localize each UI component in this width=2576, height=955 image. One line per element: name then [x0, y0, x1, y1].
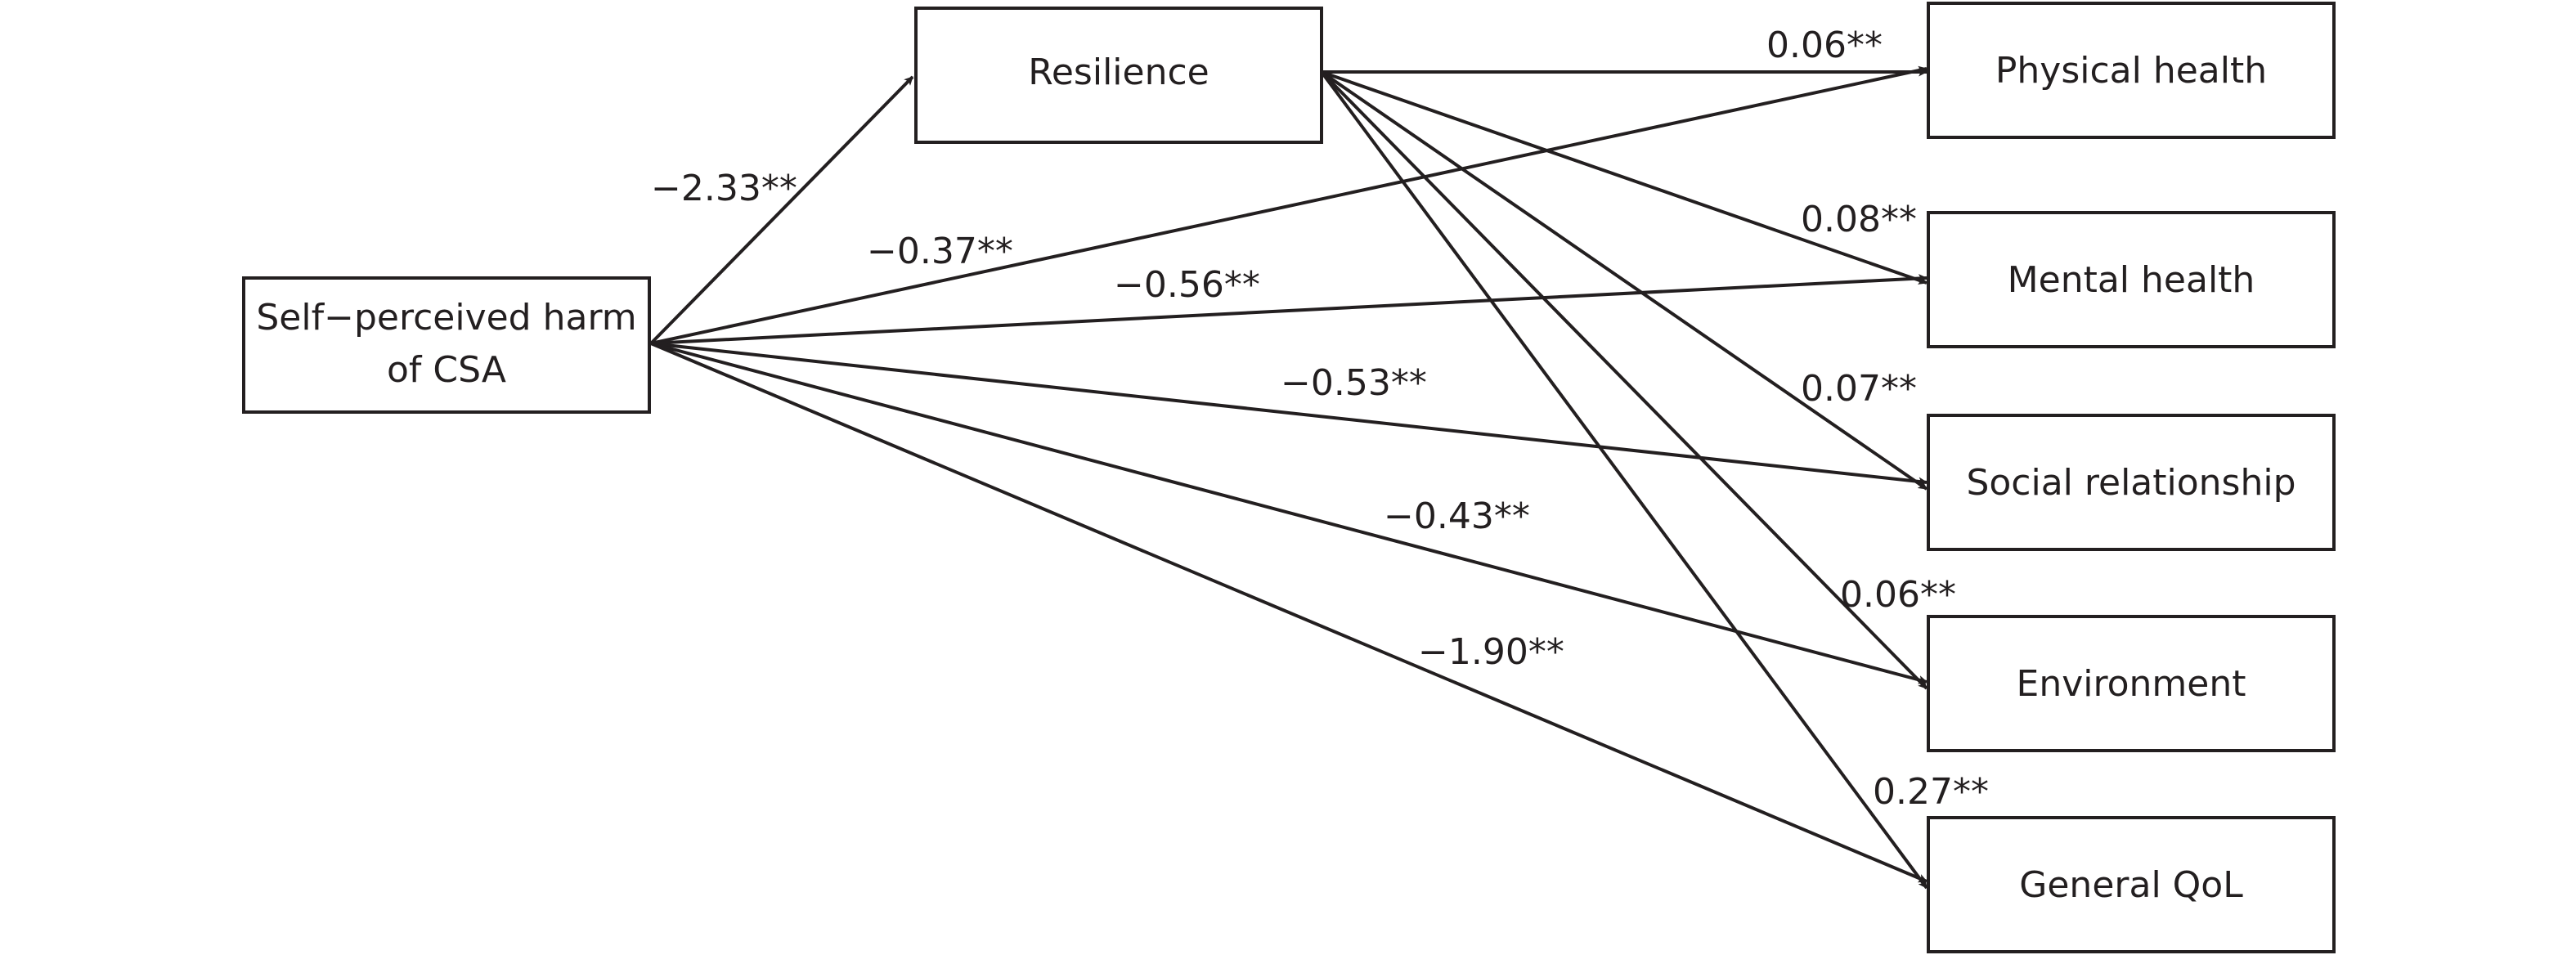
node-label-resilience: Resilience	[1028, 52, 1209, 93]
node-box-environment	[1927, 615, 2336, 752]
arrow-csa-to-physical-health	[650, 65, 1928, 345]
node-general-qol: General QoL	[1927, 816, 2336, 953]
node-label-csa-line1: Self−perceived harm	[256, 297, 636, 339]
coef-resilience-to-environment: 0.06**	[1840, 574, 1956, 616]
coef-resilience-to-mental-health: 0.08**	[1801, 199, 1917, 240]
node-label-environment: Environment	[2017, 663, 2246, 705]
edge-labels: −2.33** −0.37** −0.56** −0.53** −0.43** …	[651, 25, 1989, 813]
coef-csa-to-general-qol: −1.90**	[1418, 631, 1564, 673]
coef-csa-to-social-relationship: −0.53**	[1281, 362, 1427, 404]
arrow-resilience-to-environment	[1320, 70, 1928, 690]
node-box-social-relationship	[1927, 414, 2336, 551]
node-box-mental-health	[1927, 211, 2336, 348]
coef-resilience-to-social-relationship: 0.07**	[1801, 368, 1917, 410]
arrow-resilience-to-mental-health	[1321, 70, 1928, 285]
node-box-general-qol	[1927, 816, 2336, 953]
arrow-resilience-to-general-qol	[1320, 70, 1928, 890]
coef-csa-to-environment: −0.43**	[1384, 495, 1530, 537]
node-label-physical-health: Physical health	[1995, 50, 2267, 92]
node-box-physical-health	[1927, 2, 2336, 139]
coef-resilience-to-physical-health: 0.06**	[1766, 25, 1883, 66]
arrow-csa-to-resilience	[649, 75, 914, 345]
arrow-resilience-to-social-relationship	[1320, 70, 1928, 491]
arrow-csa-to-environment	[650, 342, 1928, 684]
node-environment: Environment	[1927, 615, 2336, 752]
node-label-social-relationship: Social relationship	[1966, 462, 2296, 504]
arrow-csa-to-general-qol	[650, 342, 1928, 883]
coef-csa-to-physical-health: −0.37**	[867, 231, 1013, 272]
node-mental-health: Mental health	[1927, 211, 2336, 348]
node-label-general-qol: General QoL	[2019, 864, 2243, 906]
coef-resilience-to-general-qol: 0.27**	[1873, 771, 1989, 813]
arrow-csa-to-social-relationship	[650, 342, 1928, 486]
node-physical-health: Physical health	[1927, 2, 2336, 139]
node-social-relationship: Social relationship	[1927, 414, 2336, 551]
node-self-perceived-harm: Self−perceived harm of CSA	[242, 276, 651, 414]
edges	[649, 65, 1928, 890]
node-box-resilience	[914, 7, 1323, 144]
node-label-csa-line2: of CSA	[387, 349, 506, 391]
node-label-mental-health: Mental health	[2008, 259, 2255, 301]
node-box-csa	[242, 276, 651, 414]
node-resilience: Resilience	[914, 7, 1323, 144]
coef-csa-to-resilience: −2.33**	[651, 168, 797, 209]
coef-csa-to-mental-health: −0.56**	[1114, 264, 1260, 306]
arrow-csa-to-mental-health	[650, 274, 1928, 345]
